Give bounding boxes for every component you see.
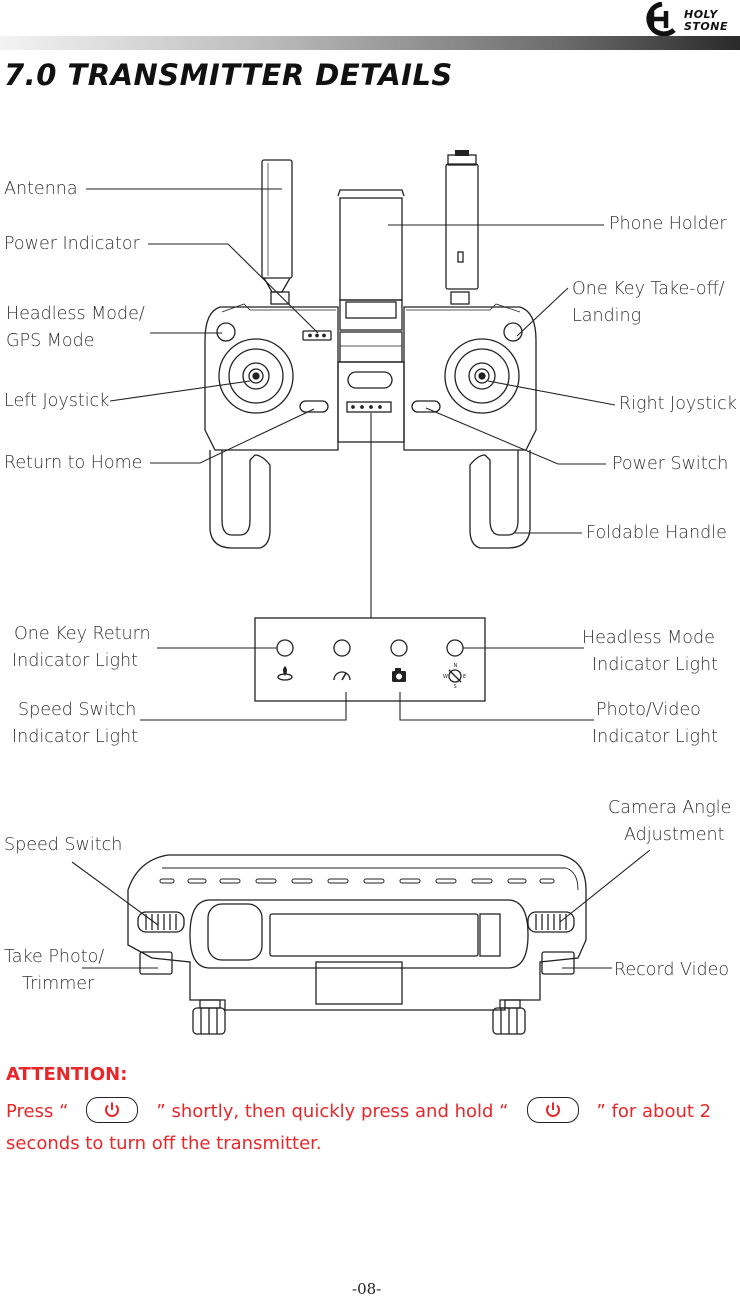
label-takeoff-line1: One Key Take-off/ [572,279,725,299]
label-right-joystick: Right Joystick [619,394,737,414]
foldable-knobs [192,999,526,1035]
label-take-photo-line2: Trimmer [22,974,95,994]
label-record-video: Record Video [614,960,730,980]
page-number: -08- [352,1280,382,1298]
label-power-indicator: Power Indicator [4,234,140,254]
compass-letters: N W E S [443,663,466,690]
label-return-home: Return to Home [4,453,143,473]
take-photo-button [139,951,173,975]
label-speed-switch: Speed Switch [4,835,123,855]
compass-s: S [454,684,457,690]
header-gradient-bar [0,36,740,50]
headless-compass-icon [448,669,462,683]
compass-n: N [454,663,458,669]
label-speed-light-line1: Speed Switch [18,700,137,720]
label-headless-light-line1: Headless Mode [582,628,715,648]
brand-line2: STONE [684,20,728,33]
label-headless-gps-line2: GPS Mode [6,331,95,351]
label-left-joystick: Left Joystick [4,391,110,411]
label-power-switch: Power Switch [612,454,729,474]
right-antenna-icon [445,150,479,305]
top-slots [159,878,555,884]
holy-stone-emblem-icon [646,1,676,37]
left-controller-body [204,303,339,549]
phone-holder-icon [337,189,405,363]
attention-text: Press “ ” shortly, then quickly press and… [6,1096,738,1160]
power-button-icon [86,1097,139,1123]
record-video-button [541,951,575,975]
label-headless-gps-line1: Headless Mode/ [6,304,145,324]
compass-e: E [463,674,466,680]
label-phone-holder: Phone Holder [609,214,727,234]
camera-angle-dial [527,911,575,933]
leader-lines-panel [140,647,594,721]
brand-line1: HOLY [684,8,718,21]
label-take-photo-line1: Take Photo/ [4,947,105,967]
holy-stone-logo: HOLY STONE [640,1,740,37]
indicator-light-panel [254,617,486,702]
right-controller-body [403,303,537,549]
attention-heading: ATTENTION: [6,1064,128,1085]
leader-lines-bottom [71,849,651,969]
label-headless-light-line2: Indicator Light [592,655,718,675]
speed-gauge-icon [333,671,351,681]
label-takeoff-line2: Landing [572,306,642,326]
label-speed-light-line2: Indicator Light [12,727,138,747]
label-return-light-line1: One Key Return [14,624,151,644]
attention-part3: ” for about 2 seconds to turn off the tr… [6,1101,712,1154]
attention-part2: ” shortly, then quickly press and hold “ [156,1101,509,1122]
label-return-light-line2: Indicator Light [12,651,138,671]
page-title: 7.0 TRANSMITTER DETAILS [4,58,453,92]
power-button-icon-2 [526,1097,579,1123]
camera-icon [392,668,406,682]
compass-w: W [443,674,448,680]
attention-part1: Press “ [6,1101,69,1122]
return-home-icon [277,666,293,681]
label-foldable-handle: Foldable Handle [586,523,727,543]
label-camera-angle-line1: Camera Angle [608,798,732,818]
label-photo-light-line1: Photo/Video [596,700,701,720]
label-photo-light-line2: Indicator Light [592,727,718,747]
antenna-icon [261,159,293,305]
transmitter-front-view [127,854,587,1035]
label-antenna: Antenna [4,179,78,199]
label-camera-angle-line2: Adjustment [624,825,725,845]
leader-lines-top [86,188,616,618]
